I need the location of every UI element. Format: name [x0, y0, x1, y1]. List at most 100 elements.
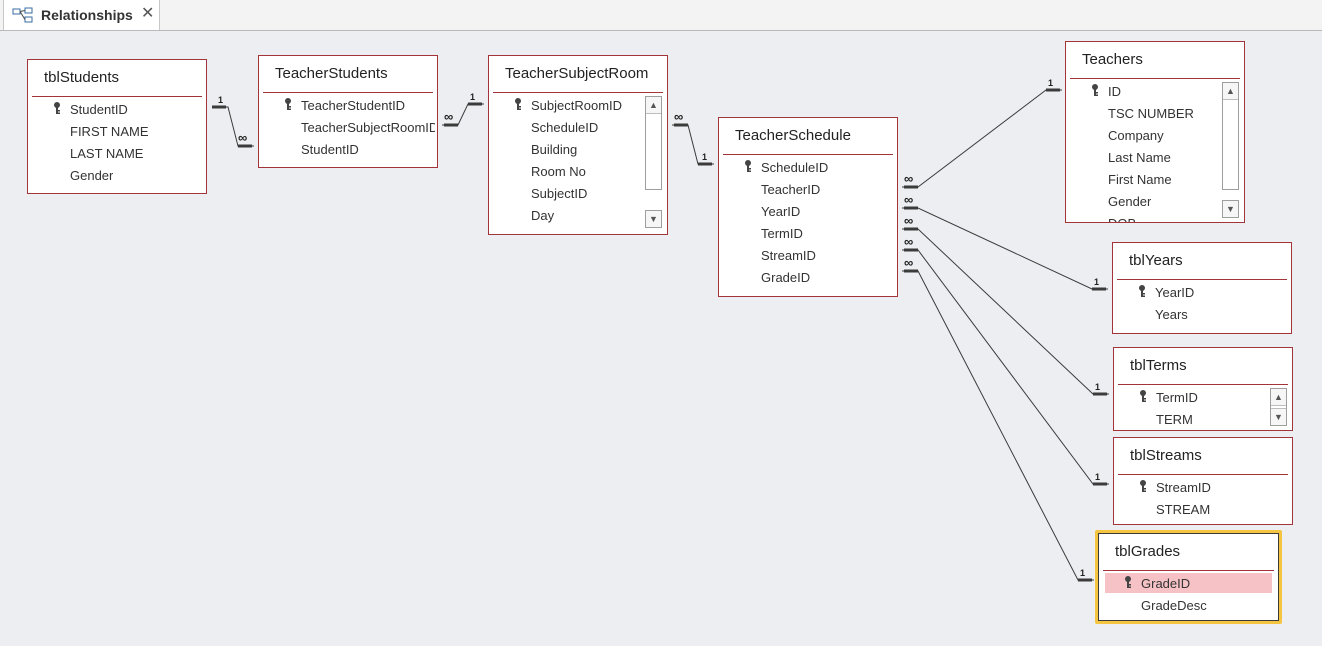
- join-one-label: 1: [1094, 277, 1099, 287]
- field-row[interactable]: ID: [1108, 84, 1121, 99]
- primary-key-icon: [285, 98, 291, 110]
- scroll-down-icon[interactable]: ▼: [1223, 201, 1238, 217]
- field-row[interactable]: First Name: [1108, 172, 1172, 187]
- title-divider: [1118, 384, 1288, 385]
- table-title: Teachers: [1082, 51, 1143, 68]
- join-many-label: ∞: [238, 130, 247, 145]
- selected-row-highlight: [1105, 573, 1272, 593]
- table-title: tblStreams: [1130, 447, 1202, 464]
- field-row[interactable]: Last Name: [1108, 150, 1171, 165]
- field-row[interactable]: TermID: [761, 226, 803, 241]
- field-row[interactable]: TeacherStudentID: [301, 98, 406, 113]
- table-title: TeacherStudents: [275, 65, 388, 82]
- field-row[interactable]: Company: [1108, 128, 1164, 143]
- table-tblYears[interactable]: tblYears YearID Years: [1112, 242, 1292, 334]
- field-row[interactable]: FIRST NAME: [70, 124, 149, 139]
- title-divider: [1070, 78, 1240, 79]
- tab-label: Relationships: [41, 7, 133, 23]
- primary-key-icon: [1140, 390, 1146, 402]
- join-many-label: ∞: [904, 255, 913, 270]
- table-tblStreams[interactable]: tblStreams StreamID STREAM: [1113, 437, 1293, 525]
- field-row[interactable]: StudentID: [301, 142, 359, 157]
- primary-key-icon: [745, 160, 751, 172]
- table-title: tblTerms: [1130, 357, 1187, 374]
- join-many-label: ∞: [444, 109, 453, 124]
- field-row[interactable]: GradeID: [761, 270, 811, 285]
- join-one-label: 1: [218, 95, 223, 105]
- table-title: tblStudents: [44, 69, 120, 86]
- scroll-down-icon[interactable]: ▼: [646, 211, 661, 227]
- table-TeacherStudents[interactable]: TeacherStudents TeacherStudentID Teacher…: [258, 55, 438, 168]
- title-divider: [1117, 279, 1287, 280]
- field-row[interactable]: GradeDesc: [1141, 598, 1207, 613]
- join-one-label: 1: [702, 152, 707, 162]
- field-row[interactable]: Gender: [1108, 194, 1152, 209]
- tab-relationships[interactable]: Relationships ✕: [3, 0, 160, 30]
- table-title: TeacherSubjectRoom: [505, 65, 649, 82]
- field-row[interactable]: ScheduleID: [531, 120, 599, 135]
- table-tblStudents[interactable]: tblStudents StudentID FIRST NAME LAST NA…: [27, 59, 207, 194]
- scroll-up-icon[interactable]: ▲: [646, 97, 661, 114]
- table-tblTerms[interactable]: tblTerms TermID TERM ▲ ▼: [1113, 347, 1293, 431]
- field-row[interactable]: StreamID: [761, 248, 816, 263]
- title-divider: [493, 92, 663, 93]
- relationship-lines: 1 ∞ ∞ 1 ∞ 1 ∞ 1 ∞ 1 ∞ 1 ∞ 1 ∞ 1: [212, 78, 1109, 582]
- field-row[interactable]: SubjectID: [531, 186, 588, 201]
- join-one-label: 1: [470, 92, 475, 102]
- close-icon[interactable]: ✕: [141, 5, 155, 22]
- table-TeacherSubjectRoom[interactable]: TeacherSubjectRoom SubjectRoomID Schedul…: [488, 55, 668, 235]
- table-title: TeacherSchedule: [735, 127, 851, 144]
- field-row[interactable]: YearID: [761, 204, 801, 219]
- vertical-scrollbar-lower[interactable]: ▼: [1222, 200, 1239, 218]
- primary-key-icon: [1140, 480, 1146, 492]
- field-row[interactable]: Room No: [531, 164, 586, 179]
- field-row[interactable]: DOB: [1108, 216, 1136, 222]
- title-divider: [1103, 570, 1274, 571]
- field-row[interactable]: LAST NAME: [70, 146, 144, 161]
- primary-key-icon: [1139, 285, 1145, 297]
- field-row[interactable]: TSC NUMBER: [1108, 106, 1194, 121]
- field-row[interactable]: StreamID: [1156, 480, 1211, 495]
- primary-key-icon: [1092, 84, 1098, 96]
- join-many-label: ∞: [904, 234, 913, 249]
- scroll-down-icon[interactable]: ▼: [1271, 408, 1286, 425]
- scroll-up-icon[interactable]: ▲: [1271, 389, 1286, 406]
- vertical-scrollbar[interactable]: ▲: [1222, 82, 1239, 190]
- document-tab-bar: Relationships ✕: [0, 0, 1322, 31]
- title-divider: [32, 96, 202, 97]
- join-one-label: 1: [1095, 472, 1100, 482]
- table-tblGrades[interactable]: tblGrades GradeID GradeDesc: [1098, 533, 1279, 621]
- field-row[interactable]: TeacherID: [761, 182, 821, 197]
- table-TeacherSchedule[interactable]: TeacherSchedule ScheduleID TeacherID Yea…: [718, 117, 898, 297]
- field-row[interactable]: TeacherSubjectRoomID: [301, 120, 435, 135]
- field-row[interactable]: ScheduleID: [761, 160, 829, 175]
- primary-key-icon: [54, 102, 60, 114]
- field-row[interactable]: SubjectRoomID: [531, 98, 623, 113]
- field-row[interactable]: YearID: [1155, 285, 1195, 300]
- field-row[interactable]: GradeID: [1141, 576, 1191, 591]
- scroll-up-icon[interactable]: ▲: [1223, 83, 1238, 100]
- table-Teachers[interactable]: Teachers ID TSC NUMBER Company Last Name…: [1065, 41, 1245, 223]
- join-one-label: 1: [1048, 78, 1053, 88]
- selection-outline: [1095, 530, 1282, 624]
- vertical-scrollbar[interactable]: ▲ ▼: [1270, 388, 1287, 426]
- field-row[interactable]: TERM: [1156, 412, 1193, 427]
- relationships-canvas: 1 ∞ ∞ 1 ∞ 1 ∞ 1 ∞ 1 ∞ 1 ∞ 1 ∞ 1 tblStude…: [0, 31, 1322, 646]
- field-row[interactable]: Gender: [70, 168, 114, 183]
- join-many-label: ∞: [904, 192, 913, 207]
- title-divider: [1118, 474, 1288, 475]
- field-row[interactable]: STREAM: [1156, 502, 1211, 517]
- table-title: tblYears: [1129, 252, 1183, 269]
- field-row[interactable]: Years: [1155, 307, 1188, 322]
- field-row[interactable]: TermID: [1156, 390, 1198, 405]
- primary-key-icon: [1125, 576, 1131, 588]
- join-many-label: ∞: [674, 109, 683, 124]
- join-many-label: ∞: [904, 213, 913, 228]
- title-divider: [723, 154, 893, 155]
- field-row[interactable]: Building: [531, 142, 578, 157]
- field-row[interactable]: Day: [531, 208, 555, 223]
- field-row[interactable]: StudentID: [70, 102, 128, 117]
- vertical-scrollbar-lower[interactable]: ▼: [645, 210, 662, 228]
- join-one-label: 1: [1080, 568, 1085, 578]
- vertical-scrollbar[interactable]: ▲: [645, 96, 662, 190]
